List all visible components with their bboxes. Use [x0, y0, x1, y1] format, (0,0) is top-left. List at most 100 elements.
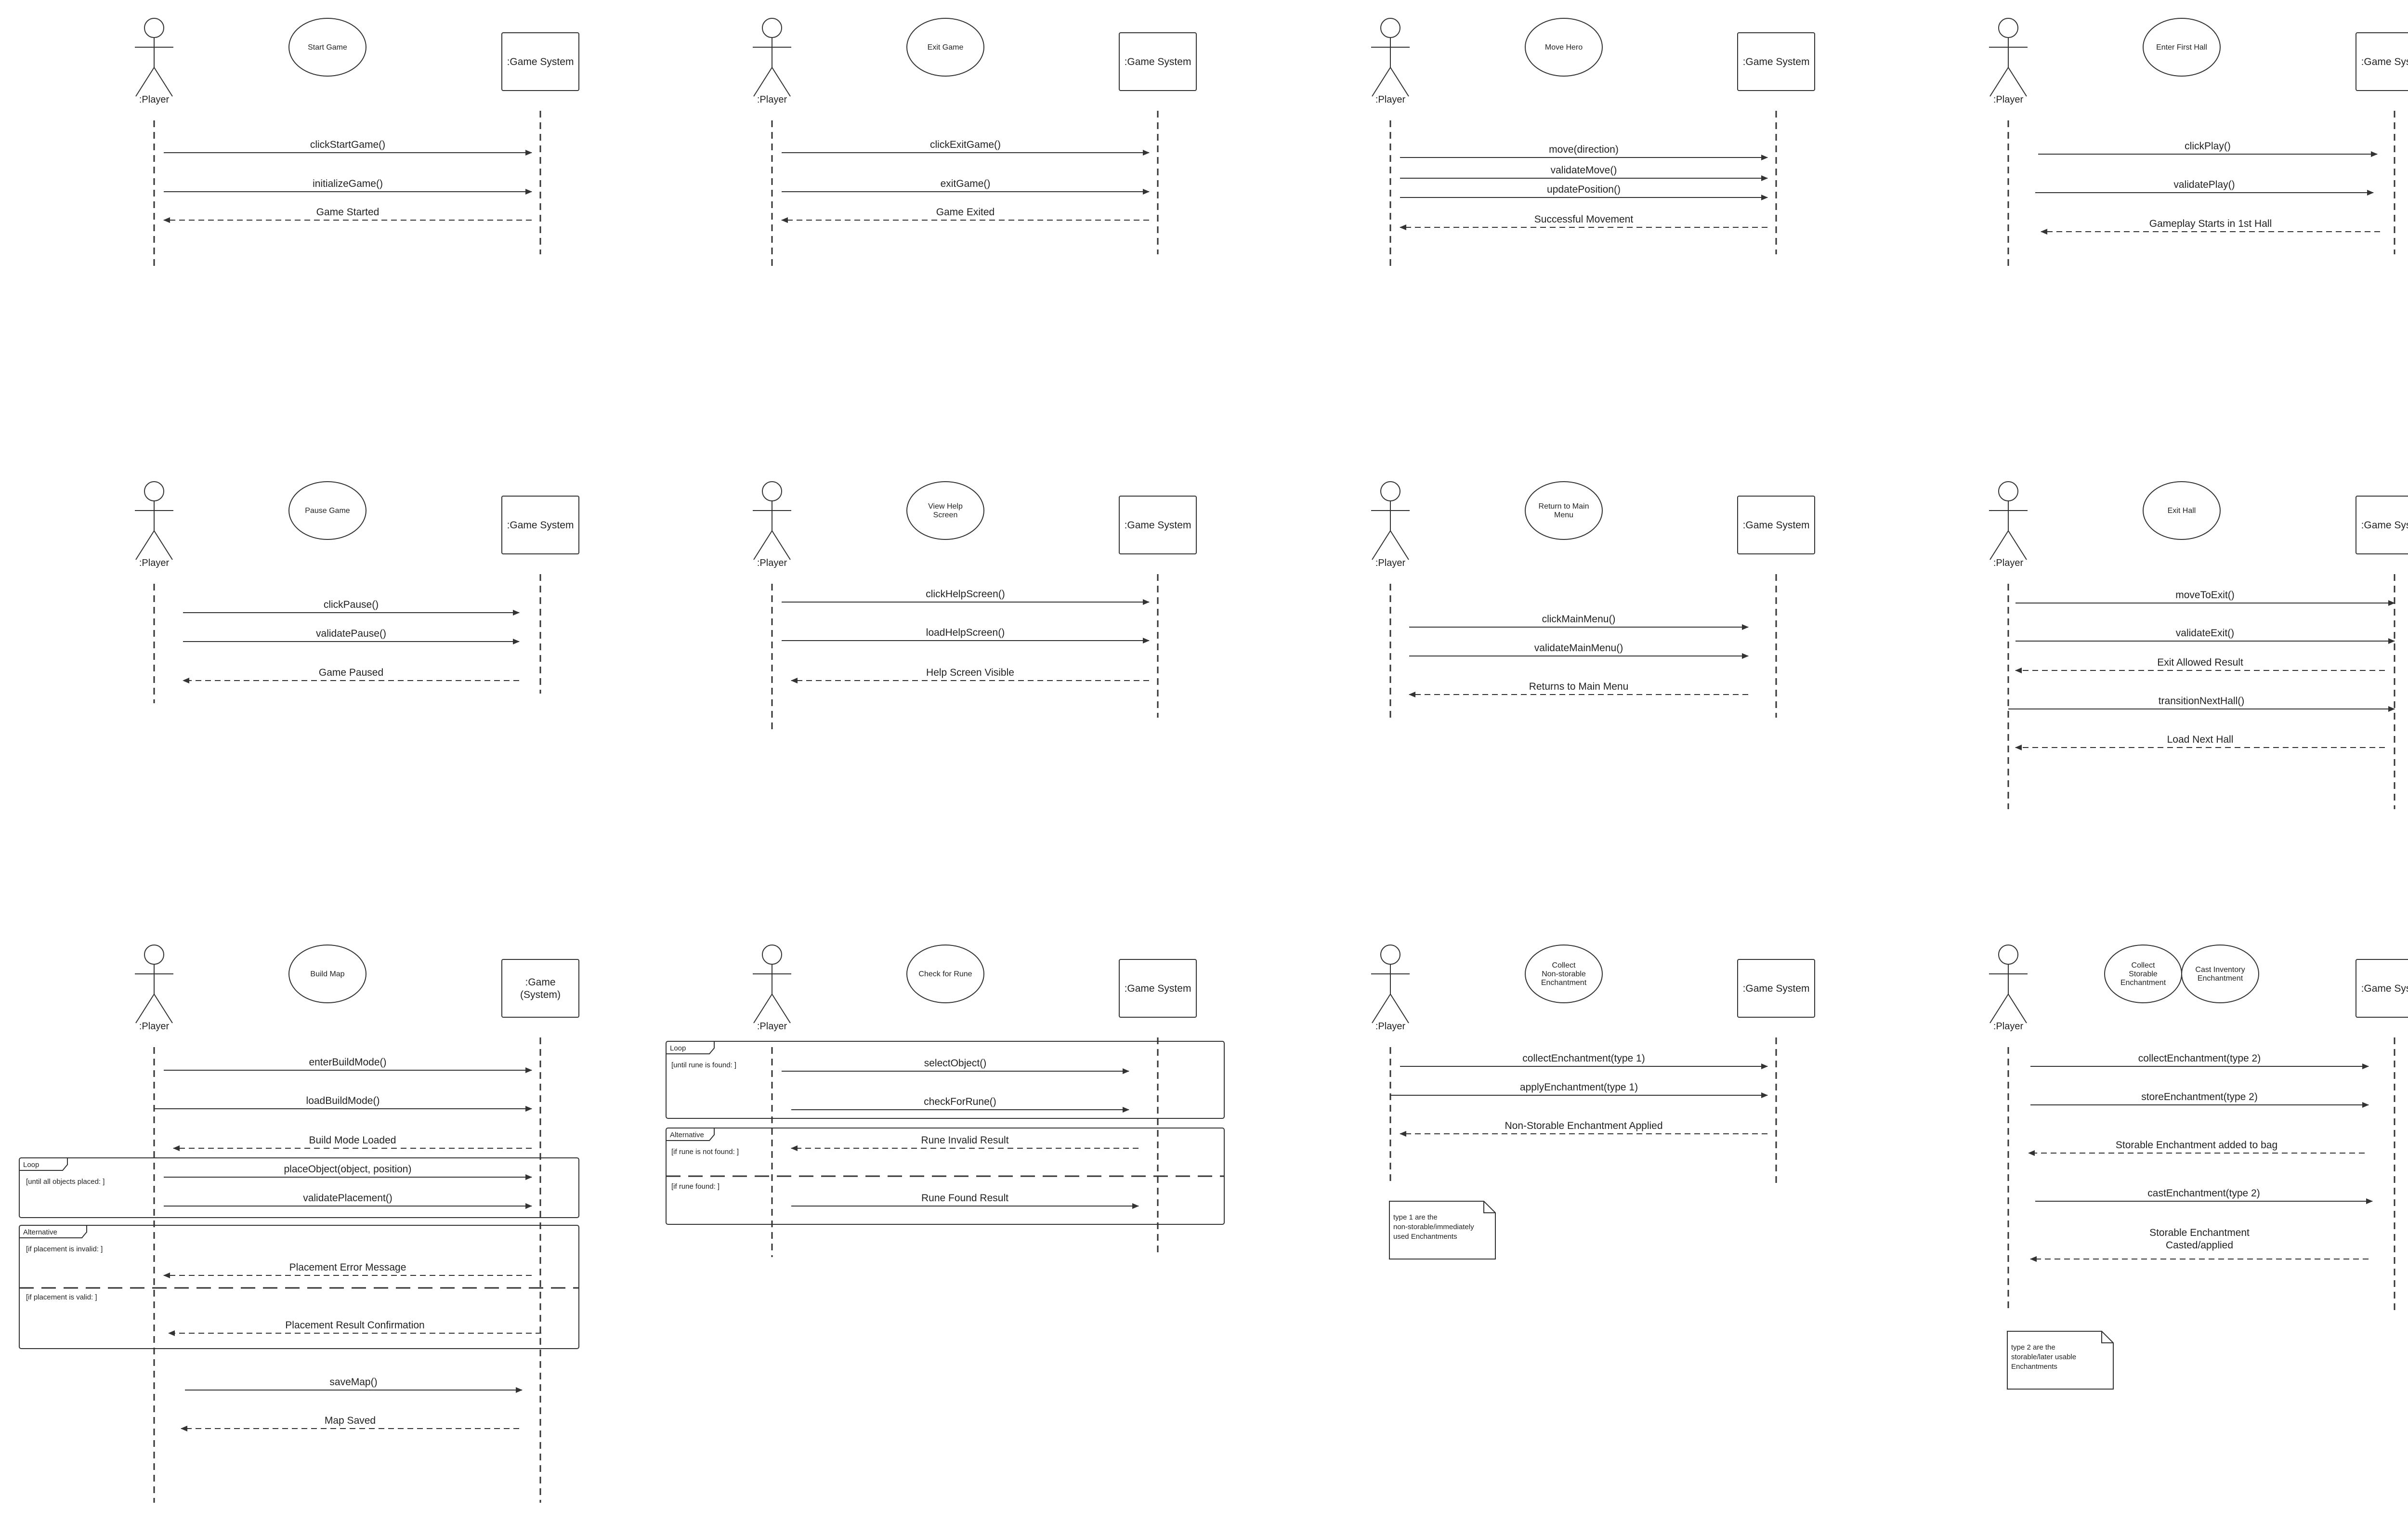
frame-guard: [if rune found: ] — [671, 1182, 720, 1191]
system-label: :Game System — [1125, 983, 1191, 994]
actor-figure — [753, 481, 791, 560]
actor-label: :Player — [139, 1021, 170, 1032]
actor-left-leg — [1989, 530, 2009, 560]
message-label: applyEnchantment(type 1) — [1520, 1082, 1638, 1093]
actor-label: :Player — [757, 1021, 787, 1032]
actor-head — [144, 945, 164, 965]
message-label: validatePlay() — [2173, 179, 2235, 190]
actor-right-leg — [154, 994, 173, 1023]
actor-label: :Player — [1375, 558, 1406, 568]
actor-right-leg — [1390, 67, 1409, 97]
message-label: Game Paused — [319, 667, 383, 678]
actor-figure — [135, 18, 173, 97]
use-case-ellipse — [1525, 18, 1603, 77]
actor-label: :Player — [757, 94, 787, 105]
actor-label: :Player — [1375, 1021, 1406, 1032]
message-label: clickPause() — [324, 599, 379, 610]
actor-left-leg — [135, 530, 155, 560]
actor-figure — [753, 945, 791, 1023]
use-case-ellipse — [288, 18, 366, 77]
message-label: initializeGame() — [313, 178, 383, 189]
system-label: :Game System — [1125, 520, 1191, 531]
message-label: move(direction) — [1549, 144, 1619, 155]
note-fold — [1483, 1201, 1495, 1213]
actor-label: :Player — [1993, 94, 2024, 105]
combined-fragment: Loop — [19, 1157, 579, 1218]
use-case-label: Exit Hall — [2168, 507, 2196, 515]
system-box — [2356, 959, 2408, 1018]
system-label: :Game System — [1743, 56, 1810, 67]
use-case-ellipse — [1525, 481, 1603, 540]
message-label: validateExit() — [2176, 628, 2234, 639]
actor-head — [1380, 481, 1400, 501]
message-label: Game Exited — [936, 207, 995, 218]
actor-head — [144, 18, 164, 38]
actor-head — [762, 945, 782, 965]
actor-right-leg — [772, 67, 791, 97]
message-label: enterBuildMode() — [309, 1057, 386, 1068]
actor-figure — [135, 481, 173, 560]
message-label: Build Mode Loaded — [309, 1135, 396, 1146]
message-label: Map Saved — [325, 1415, 376, 1426]
message-label: validateMainMenu() — [1534, 643, 1623, 654]
use-case-ellipse — [906, 481, 984, 540]
use-case-ellipse — [288, 945, 366, 1003]
frame-guard: [if rune is not found: ] — [671, 1148, 739, 1156]
actor-right-leg — [2008, 67, 2027, 97]
use-case-label: Check for Rune — [918, 970, 972, 978]
fragment-operator: Loop — [23, 1161, 39, 1169]
actor-left-leg — [1989, 994, 2009, 1023]
actor-left-leg — [1372, 67, 1391, 97]
fragment-operator: Loop — [670, 1044, 686, 1052]
message-label: clickHelpScreen() — [926, 589, 1005, 600]
system-label: :Game(System) — [520, 977, 561, 1000]
message-label: exitGame() — [941, 178, 991, 189]
system-box — [1119, 959, 1197, 1018]
message-label: Gameplay Starts in 1st Hall — [2149, 218, 2272, 229]
actor-figure — [1371, 945, 1410, 1023]
actor-label: :Player — [757, 558, 787, 568]
system-label: :Game System — [2361, 56, 2408, 67]
message-label: Placement Error Message — [289, 1262, 406, 1273]
use-case-ellipse — [2143, 18, 2221, 77]
message-label: updatePosition() — [1547, 184, 1621, 195]
actor-figure — [753, 18, 791, 97]
system-box — [501, 959, 579, 1018]
system-label: :Game System — [2361, 520, 2408, 531]
message-label: collectEnchantment(type 1) — [1522, 1053, 1645, 1064]
actor-right-leg — [154, 530, 173, 560]
message-label: selectObject() — [924, 1058, 987, 1069]
actor-head — [1998, 945, 2018, 965]
system-box — [1737, 496, 1815, 554]
actor-right-leg — [1390, 530, 1409, 560]
message-label: validatePause() — [316, 628, 386, 639]
message-label: placeObject(object, position) — [284, 1164, 412, 1175]
message-label: Rune Found Result — [921, 1193, 1008, 1204]
system-box — [501, 32, 579, 91]
system-box — [1737, 32, 1815, 91]
message-label: clickPlay() — [2185, 141, 2231, 152]
message-label: validatePlacement() — [303, 1193, 393, 1204]
use-case-ellipse — [906, 18, 984, 77]
combined-fragment: Alternative — [19, 1225, 579, 1349]
message-label: clickStartGame() — [310, 139, 385, 150]
actor-left-leg — [1989, 67, 2009, 97]
use-case-label: Start Game — [308, 43, 347, 52]
actor-left-leg — [753, 67, 772, 97]
message-label: clickExitGame() — [930, 139, 1001, 150]
fragment-border — [19, 1157, 579, 1218]
actor-right-leg — [772, 994, 791, 1023]
use-case-label: Build Map — [310, 970, 344, 978]
frame-guard: [until all objects placed: ] — [26, 1178, 105, 1186]
message-label: Help Screen Visible — [926, 667, 1014, 678]
